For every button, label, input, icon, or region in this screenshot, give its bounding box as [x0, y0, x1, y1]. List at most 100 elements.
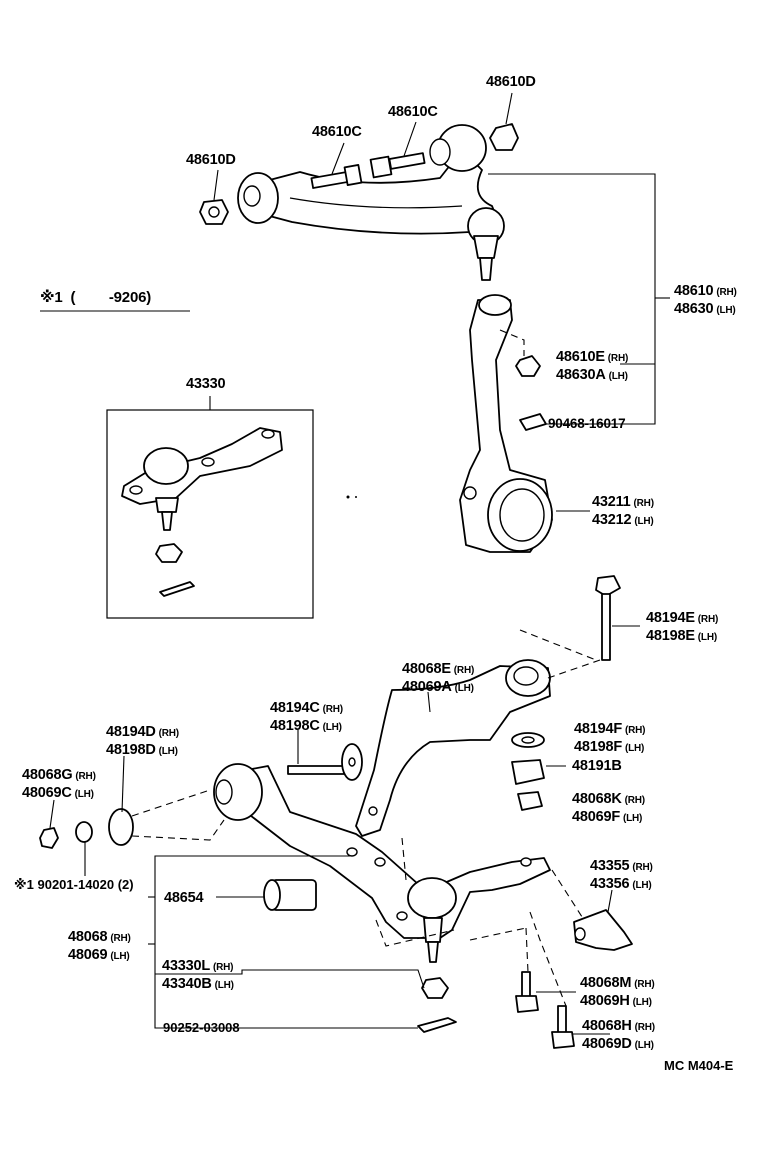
part-number: 48194D — [106, 724, 156, 740]
label-48194E: 48194E(RH) 48198E(LH) — [646, 610, 718, 646]
part-number: 43356 — [590, 876, 630, 892]
side: (RH) — [110, 933, 131, 944]
label-48191B: 48191B — [572, 758, 622, 774]
part-number: 43340B — [162, 976, 212, 992]
upper-leaders — [213, 92, 670, 425]
part-number: 48068K — [572, 791, 622, 807]
upper-bushing-bolts — [199, 123, 519, 225]
part-number: 48069C — [22, 785, 72, 801]
label-48610E: 48610E(RH) 48630A(LH) — [556, 349, 628, 385]
side: (LH) — [632, 997, 652, 1008]
part-number: 48069 — [68, 947, 108, 963]
part-number: 48069H — [580, 993, 630, 1009]
label-48194D: 48194D(RH) 48198D(LH) — [106, 724, 179, 760]
part-number: 48069F — [572, 809, 620, 825]
side: (LH) — [634, 1040, 654, 1051]
side: (RH) — [632, 862, 653, 873]
side: (LH) — [110, 951, 130, 962]
side: (LH) — [322, 722, 342, 733]
part-number: 48198E — [646, 628, 695, 644]
part-number: 48630 — [674, 301, 714, 317]
side: (RH) — [634, 1022, 656, 1033]
part-number: 48068 — [68, 929, 108, 945]
label-48194C: 48194C(RH) 48198C(LH) — [270, 700, 343, 736]
label-48068H: 48068H(RH) 48069D(LH) — [582, 1018, 655, 1054]
part-number: 48610E — [556, 349, 605, 365]
part-number: 48194C — [270, 700, 320, 716]
steering-knuckle — [459, 294, 590, 553]
label-48068E: 48068E(RH) 48069A(LH) — [402, 661, 474, 697]
side: (LH) — [454, 683, 474, 694]
label-48194F: 48194F(RH) 48198F(LH) — [574, 721, 646, 757]
part-number: 48194E — [646, 610, 695, 626]
label-43330: 43330 — [186, 376, 226, 392]
label-48610: 48610(RH) 48630(LH) — [674, 283, 737, 319]
label-48654: 48654 — [164, 890, 204, 906]
side: (RH) — [634, 979, 655, 990]
lower-bolts — [515, 911, 610, 1049]
part-number: 48068H — [582, 1018, 632, 1034]
side: (LH) — [634, 516, 654, 527]
note-mark: ※1 — [40, 289, 63, 306]
side: (LH) — [74, 789, 94, 800]
part-number: 48069D — [582, 1036, 632, 1052]
part-number: 48198F — [574, 739, 622, 755]
label-43211: 43211(RH) 43212(LH) — [592, 494, 654, 530]
side: (RH) — [633, 498, 655, 509]
part-number: 48068G — [22, 767, 73, 783]
label-48068G: 48068G(RH) 48069C(LH) — [22, 767, 96, 803]
label-90468: 90468-16017 — [548, 416, 626, 431]
part-number: 48198C — [270, 718, 320, 734]
side: (LH) — [622, 813, 643, 824]
label-48068K: 48068K(RH) 48069F(LH) — [572, 791, 645, 827]
upper-arm-assembly — [237, 124, 505, 281]
part-number: 48198D — [106, 742, 156, 758]
side: (LH) — [632, 880, 652, 891]
side: (LH) — [158, 746, 178, 757]
label-48068M: 48068M(RH) 48069H(LH) — [580, 975, 655, 1011]
side: (RH) — [716, 287, 737, 298]
side: (RH) — [624, 725, 646, 736]
label-48610C-top: 48610C — [388, 104, 438, 120]
side: (RH) — [453, 665, 475, 676]
note-range: ( -9206) — [70, 289, 152, 306]
note-text: ※1 ( -9206) — [40, 290, 151, 306]
side: (LH) — [716, 305, 736, 316]
label-43355: 43355(RH) 43356(LH) — [590, 858, 653, 894]
side: (RH) — [624, 795, 646, 806]
side: (LH) — [697, 632, 717, 643]
label-43330L: 43330L(RH) 43340B(LH) — [162, 958, 234, 994]
side: (RH) — [697, 614, 719, 625]
part-number: 43211 — [592, 494, 631, 510]
ball-joint-kit-box — [106, 396, 314, 619]
part-number: 48630A — [556, 367, 606, 383]
part-number: 43330L — [162, 958, 210, 974]
lower-arm — [213, 763, 551, 963]
part-number: 48069A — [402, 679, 452, 695]
side: (LH) — [608, 371, 628, 382]
label-90252: 90252-03008 — [163, 1020, 240, 1035]
label-90201: ※1 90201-14020 (2) — [14, 877, 134, 892]
label-48068: 48068(RH) 48069(LH) — [68, 929, 131, 965]
strut-rod — [355, 659, 551, 837]
side: (RH) — [75, 771, 96, 782]
part-number: 48068M — [580, 975, 632, 991]
lower-arm-group-bracket — [148, 855, 425, 1029]
label-48610D-left: 48610D — [186, 152, 236, 168]
side: (LH) — [214, 980, 234, 991]
part-number: 48194F — [574, 721, 622, 737]
lower-nut-pin — [417, 977, 457, 1033]
part-number: 43355 — [590, 858, 630, 874]
label-48610C-mid: 48610C — [312, 124, 362, 140]
stabilizer-bracket — [469, 869, 633, 951]
side: (RH) — [607, 353, 629, 364]
side: (RH) — [322, 704, 344, 715]
part-number: 48610 — [674, 283, 714, 299]
side: (LH) — [624, 743, 645, 754]
strut-rod-hardware — [511, 575, 640, 811]
lower-arm-hardware — [39, 730, 363, 911]
side: (RH) — [212, 962, 234, 973]
side: (RH) — [158, 728, 180, 739]
part-number: 48068E — [402, 661, 451, 677]
